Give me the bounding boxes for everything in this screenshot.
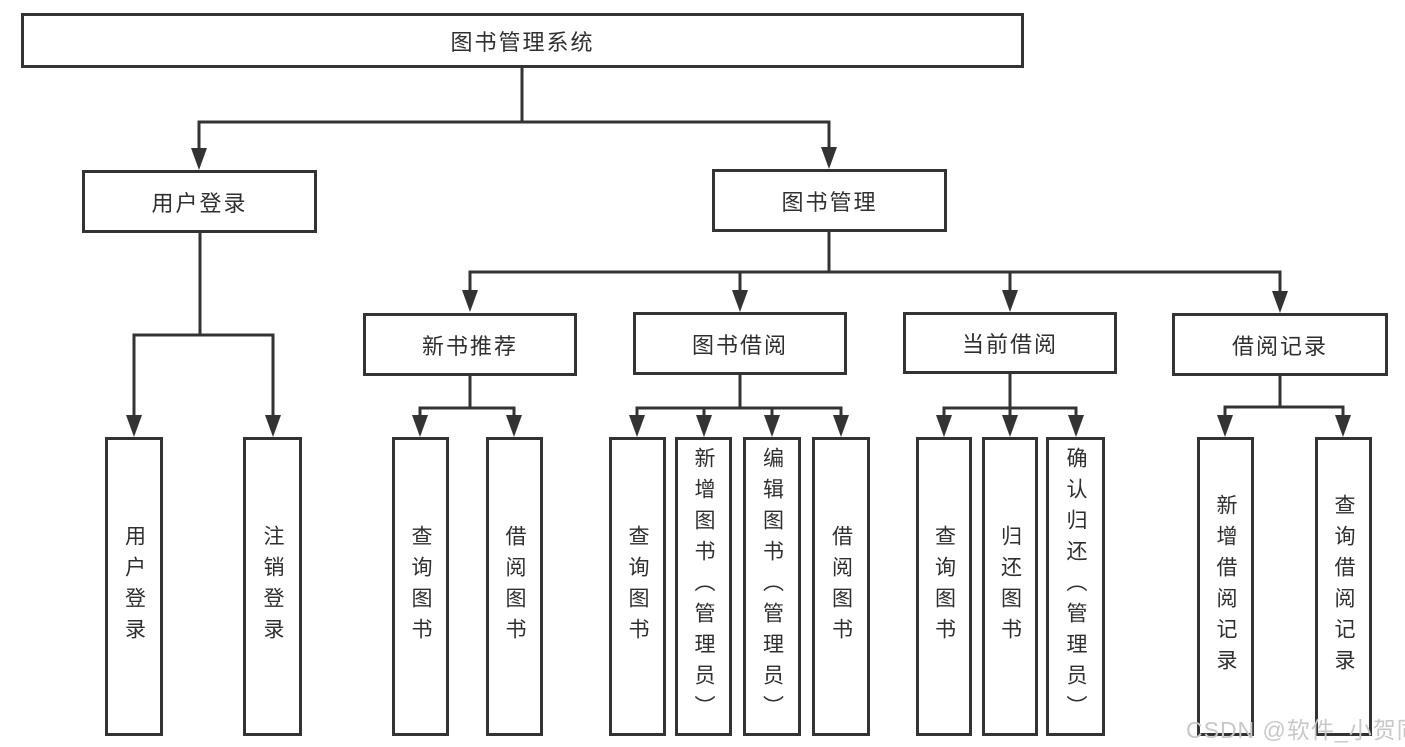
node-label: 新增借阅记录 [1214, 493, 1237, 680]
node-user-login: 用户登录 [82, 170, 317, 233]
node-label: 图书借阅 [691, 332, 788, 358]
node-label: 借阅图书 [829, 524, 853, 649]
node-label: 查询图书 [626, 524, 649, 649]
node-book-borrow: 图书借阅 [633, 312, 847, 375]
node-new-book-recommend: 新书推荐 [363, 313, 577, 376]
node-label: 确认归还（管理员） [1064, 447, 1087, 726]
node-current-borrow: 当前借阅 [903, 312, 1117, 374]
leaf-borrow-books: 借阅图书 [812, 437, 870, 736]
leaf-query-borrow-record: 查询借阅记录 [1315, 437, 1372, 736]
leaf-logout: 注销登录 [243, 437, 302, 736]
node-label: 注销登录 [261, 524, 284, 649]
node-label: 新增图书（管理员） [692, 447, 715, 726]
leaf-user-login: 用户登录 [105, 437, 163, 736]
node-label: 查询图书 [932, 524, 956, 649]
node-label: 用户登录 [122, 524, 146, 649]
node-root: 图书管理系统 [21, 13, 1024, 68]
node-label: 归还图书 [998, 524, 1022, 649]
node-book-management: 图书管理 [712, 169, 947, 232]
leaf-return-books: 归还图书 [982, 437, 1038, 736]
leaf-query-books-current: 查询图书 [916, 437, 972, 736]
node-label: 查询借阅记录 [1332, 493, 1355, 680]
node-label: 借阅记录 [1231, 333, 1328, 359]
leaf-query-books-borrow: 查询图书 [609, 437, 666, 736]
leaf-add-borrow-record: 新增借阅记录 [1197, 437, 1254, 736]
leaf-confirm-return-admin: 确认归还（管理员） [1046, 437, 1105, 736]
leaf-borrow-books-recommend: 借阅图书 [486, 437, 543, 736]
node-label: 编辑图书（管理员） [760, 447, 784, 726]
node-label: 查询图书 [409, 524, 432, 649]
node-label: 图书管理 [781, 189, 878, 215]
node-label: 图书管理系统 [450, 29, 595, 55]
node-label: 新书推荐 [421, 333, 518, 359]
leaf-query-books-recommend: 查询图书 [392, 437, 449, 736]
leaf-add-books-admin: 新增图书（管理员） [675, 437, 732, 736]
csdn-watermark: CSDN @软件_小贺同学 [1186, 717, 1405, 743]
leaf-edit-books-admin: 编辑图书（管理员） [743, 437, 801, 736]
node-borrow-records: 借阅记录 [1172, 313, 1388, 376]
arrowhead-icons [126, 147, 1351, 437]
node-label: 用户登录 [151, 190, 248, 216]
node-label: 借阅图书 [503, 524, 526, 649]
node-label: 当前借阅 [961, 332, 1058, 357]
